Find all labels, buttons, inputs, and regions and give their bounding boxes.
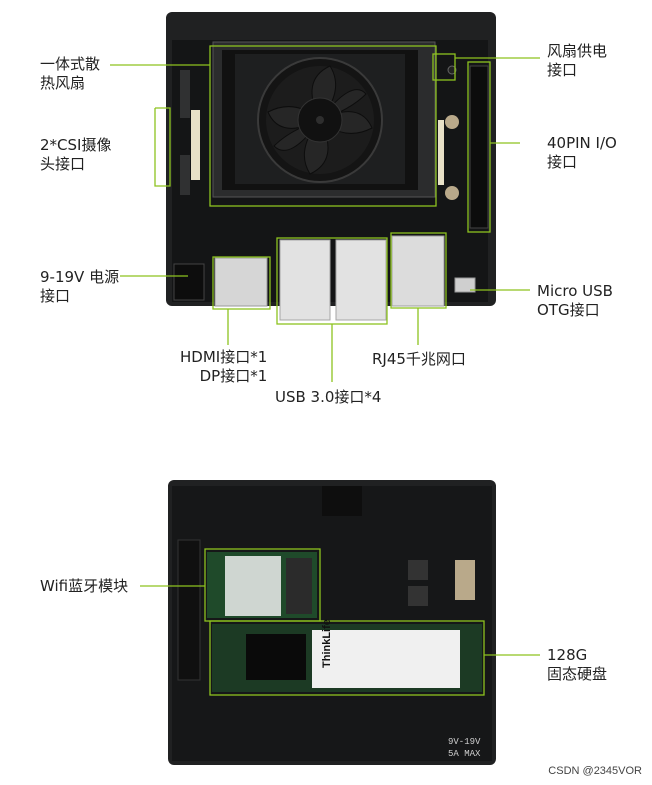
label-fan-line1: 一体式散 [40, 55, 101, 73]
label-fan-power-line1: 风扇供电 [547, 42, 608, 60]
label-csi: 2*CSI摄像 头接口 [40, 136, 111, 174]
label-csi-line1: 2*CSI摄像 [40, 136, 112, 154]
gpio-header [469, 65, 489, 229]
label-micro-usb-line1: Micro USB [537, 282, 613, 300]
ssd-brand-text: ThinkLife [321, 619, 333, 668]
label-ssd-line2: 固态硬盘 [547, 665, 608, 683]
label-power-line1: 9-19V 电源 [40, 268, 120, 286]
wifi-module [207, 552, 317, 618]
label-fan: 一体式散 热风扇 [40, 55, 100, 93]
label-micro-usb: Micro USB OTG接口 [537, 282, 613, 320]
leader-lines [110, 45, 540, 696]
label-rj45: RJ45千兆网口 [372, 350, 466, 368]
csdn-watermark: CSDN @2345VOR [548, 765, 642, 777]
label-hdmi-line2: DP接口*1 [199, 367, 268, 385]
label-usb3: USB 3.0接口*4 [275, 388, 382, 406]
label-fan-line2: 热风扇 [40, 74, 86, 92]
label-power-line2: 接口 [40, 287, 71, 305]
bottom-board-photo [168, 480, 496, 765]
board-silk-current: 5A MAX [448, 749, 481, 759]
label-fan-power: 风扇供电 接口 [547, 42, 607, 80]
label-power: 9-19V 电源 接口 [40, 268, 119, 306]
label-ssd-line1: 128G [547, 646, 588, 664]
ssd-module [212, 624, 482, 692]
label-gpio-line2: 接口 [547, 153, 578, 171]
label-micro-usb-line2: OTG接口 [537, 301, 600, 319]
label-hdmi-line1: HDMI接口*1 [180, 348, 268, 366]
cooling-fan [257, 57, 383, 183]
label-fan-power-line2: 接口 [547, 61, 578, 79]
top-board-photo [166, 12, 496, 321]
label-gpio: 40PIN I/O 接口 [547, 134, 617, 172]
board-silk-voltage: 9V-19V [448, 737, 481, 747]
label-wifi: Wifi蓝牙模块 [40, 577, 129, 595]
label-gpio-line1: 40PIN I/O [547, 134, 617, 152]
label-hdmi: HDMI接口*1 DP接口*1 [180, 348, 267, 386]
label-ssd: 128G 固态硬盘 [547, 646, 607, 684]
label-csi-line2: 头接口 [40, 155, 86, 173]
